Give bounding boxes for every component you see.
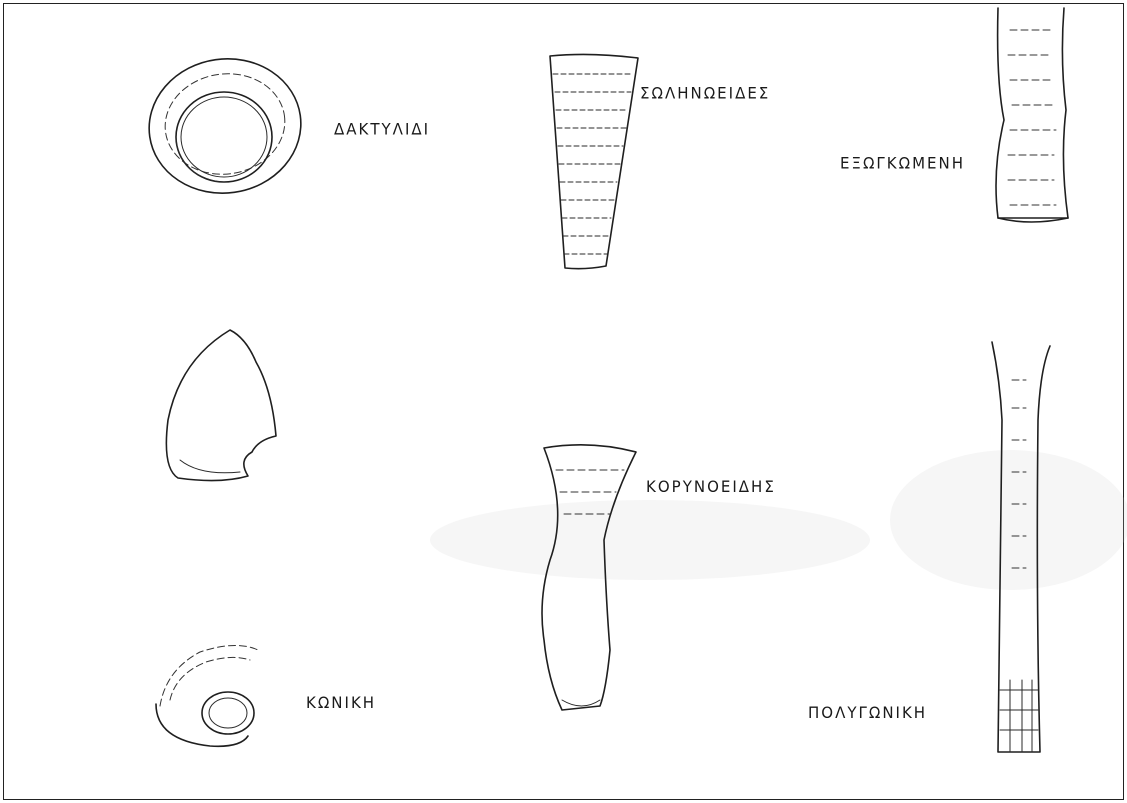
shape-label-ring: ΔΑΚΤΥΛΙΔΙ bbox=[334, 120, 430, 139]
shape-label-club: ΚΟΡΥΝΟΕΙΔΗΣ bbox=[646, 478, 776, 497]
shape-label-polygonal: ΠΟΛΥΓΩΝΙΚΗ bbox=[808, 704, 927, 723]
tubular-sketch bbox=[550, 54, 638, 268]
bulging-sketch bbox=[996, 8, 1068, 222]
shape-label-tubular: ΣΩΛΗΝΩΕΙΔΕΣ bbox=[640, 84, 770, 103]
shape-label-bulging: ΕΞΩΓΚΩΜΕΝΗ bbox=[840, 154, 965, 173]
egg-sketch bbox=[166, 330, 276, 481]
scan-smudge bbox=[890, 450, 1127, 590]
shape-label-conical: ΚΩΝΙΚΗ bbox=[306, 694, 376, 713]
conical-sketch bbox=[156, 645, 258, 746]
scan-smudge bbox=[430, 500, 870, 580]
ring-sketch bbox=[140, 49, 309, 203]
